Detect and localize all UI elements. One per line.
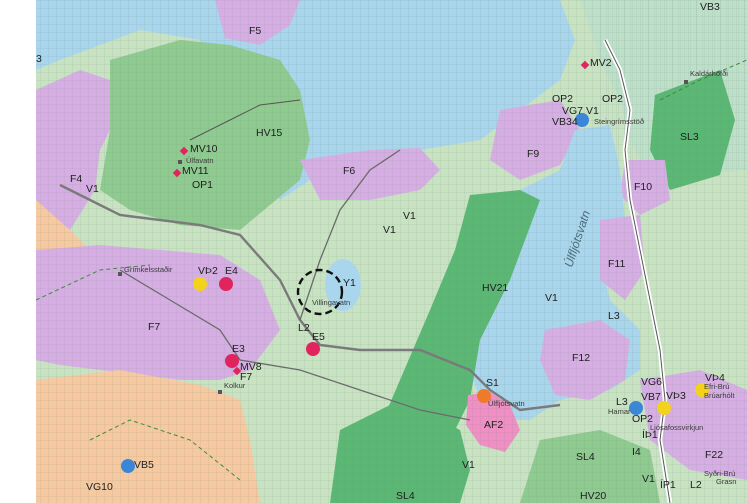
label-e3: E3 [232,343,245,355]
boundary-line-a [35,264,151,301]
settlement-kolkur [218,390,222,394]
map-left-margin [0,0,36,503]
label-v1-mid2: V1 [383,224,396,236]
boundary-line-c [659,59,747,101]
road-west-track [189,99,301,141]
marker-vp4[interactable] [695,383,709,397]
label-mv8: MV8 [240,361,262,373]
settlement-grimkelsstadir [118,272,122,276]
label-vp2: VÞ2 [198,265,218,277]
label-mv10: MV10 [190,143,218,155]
label-l3-bottom: L3 [616,396,628,408]
label-illingavatn: Villingavatn [312,298,350,307]
label-ulfavatn: Úlfavatn [186,156,214,165]
label-v1-br: V1 [642,473,655,485]
label-op2-left: OP2 [552,93,573,105]
label-steingrimsstod: Steingrímsstöð [594,117,644,126]
label-kaldarhofdi: Kaldárhöfði [690,69,728,78]
settlement-ulfavatn [178,160,182,164]
boundary-line-b [89,419,241,481]
label-mv2: MV2 [590,57,612,69]
label-vp4: VÞ4 [705,372,725,384]
label-s1: S1 [486,377,499,389]
label-l2b: L2 [690,479,702,491]
marker-mv8[interactable] [232,366,242,376]
marker-mv10[interactable] [179,146,189,156]
label-f6: F6 [343,165,355,177]
label-v1-left: V1 [86,183,99,195]
label-f22: F22 [705,449,723,461]
label-i4: I4 [632,446,641,458]
label-vb34: VB34 [552,116,578,128]
label-ljosafossvirkjun: Ljósafossvirkjun [650,423,703,432]
label-grasnes: Grasn [716,477,736,486]
label-hamar: Hamar [608,407,631,416]
marker-e5[interactable] [306,342,320,356]
label-sl3: SL3 [680,131,699,143]
marker-mv11[interactable] [172,168,182,178]
label-l3-top: L3 [608,310,620,322]
label-f9: F9 [527,148,539,160]
label-grimkelsstadir: Grímkelsstaðir [124,265,173,274]
label-l2: L2 [298,322,310,334]
label-f12: F12 [572,352,590,364]
label-three: 3 [36,53,42,65]
marker-vp2[interactable] [193,277,207,291]
label-kolkur: Kolkur [224,381,246,390]
grid-overlay [36,0,747,503]
label-op1: OP1 [192,179,213,191]
label-v1-lake: V1 [545,292,558,304]
highlight-circle [296,268,344,316]
label-hv20: HV20 [580,490,606,502]
label-f4: F4 [70,173,82,185]
label-sydri-bru: Syðri-Brú [704,469,735,478]
label-ip1: ÍÞ1 [642,428,658,441]
label-vp3: VÞ3 [666,390,686,402]
pond-villingavatn [325,259,361,311]
label-v1-bottom: V1 [462,459,475,471]
label-v1-mid1: V1 [403,210,416,222]
label-f5: F5 [249,25,261,37]
marker-vb7[interactable] [629,401,643,415]
label-vb5: VB5 [134,459,154,471]
label-efri-bru: Efri-Brú [704,382,729,391]
label-vg7: VG7 [562,105,583,117]
label-af2: AF2 [484,419,503,431]
label-vb7: VB7 [641,391,661,403]
label-mv11: MV11 [182,165,209,177]
marker-e3[interactable] [225,354,239,368]
label-vb-top: VB3 [700,1,720,13]
label-e4: E4 [225,265,238,277]
marker-vp3[interactable] [657,401,671,415]
label-sl4-b: SL4 [396,490,415,502]
marker-vb34[interactable] [575,113,589,127]
marker-e4[interactable] [219,277,233,291]
label-bruarholt: Brúarhólt [704,391,735,400]
label-v1-top: V1 [586,105,599,117]
label-sl4-a: SL4 [576,451,595,463]
marker-s1[interactable] [477,389,491,403]
label-vg6: VG6 [641,376,662,388]
road-main [59,183,561,412]
label-e5: E5 [312,331,325,343]
label-y1: Y1 [343,277,356,289]
label-f7: F7 [148,321,160,333]
marker-vb5[interactable] [121,459,135,473]
label-f11: F11 [608,258,625,270]
label-op2-bottom: OP2 [632,413,653,425]
label-f7b: F7 [240,371,252,383]
label-op2-right: OP2 [602,93,623,105]
road-secondary [119,269,471,421]
label-ip1b: ÍP1 [660,478,676,491]
label-vg10: VG10 [86,481,113,493]
road-north [299,149,401,321]
label-hv15: HV15 [256,127,282,139]
settlement-kaldarhofdi [684,80,688,84]
label-f10: F10 [634,181,652,193]
label-ulfljotsvatn-s: Úlfljótsvatn [488,399,525,408]
label-hv21: HV21 [482,282,508,294]
